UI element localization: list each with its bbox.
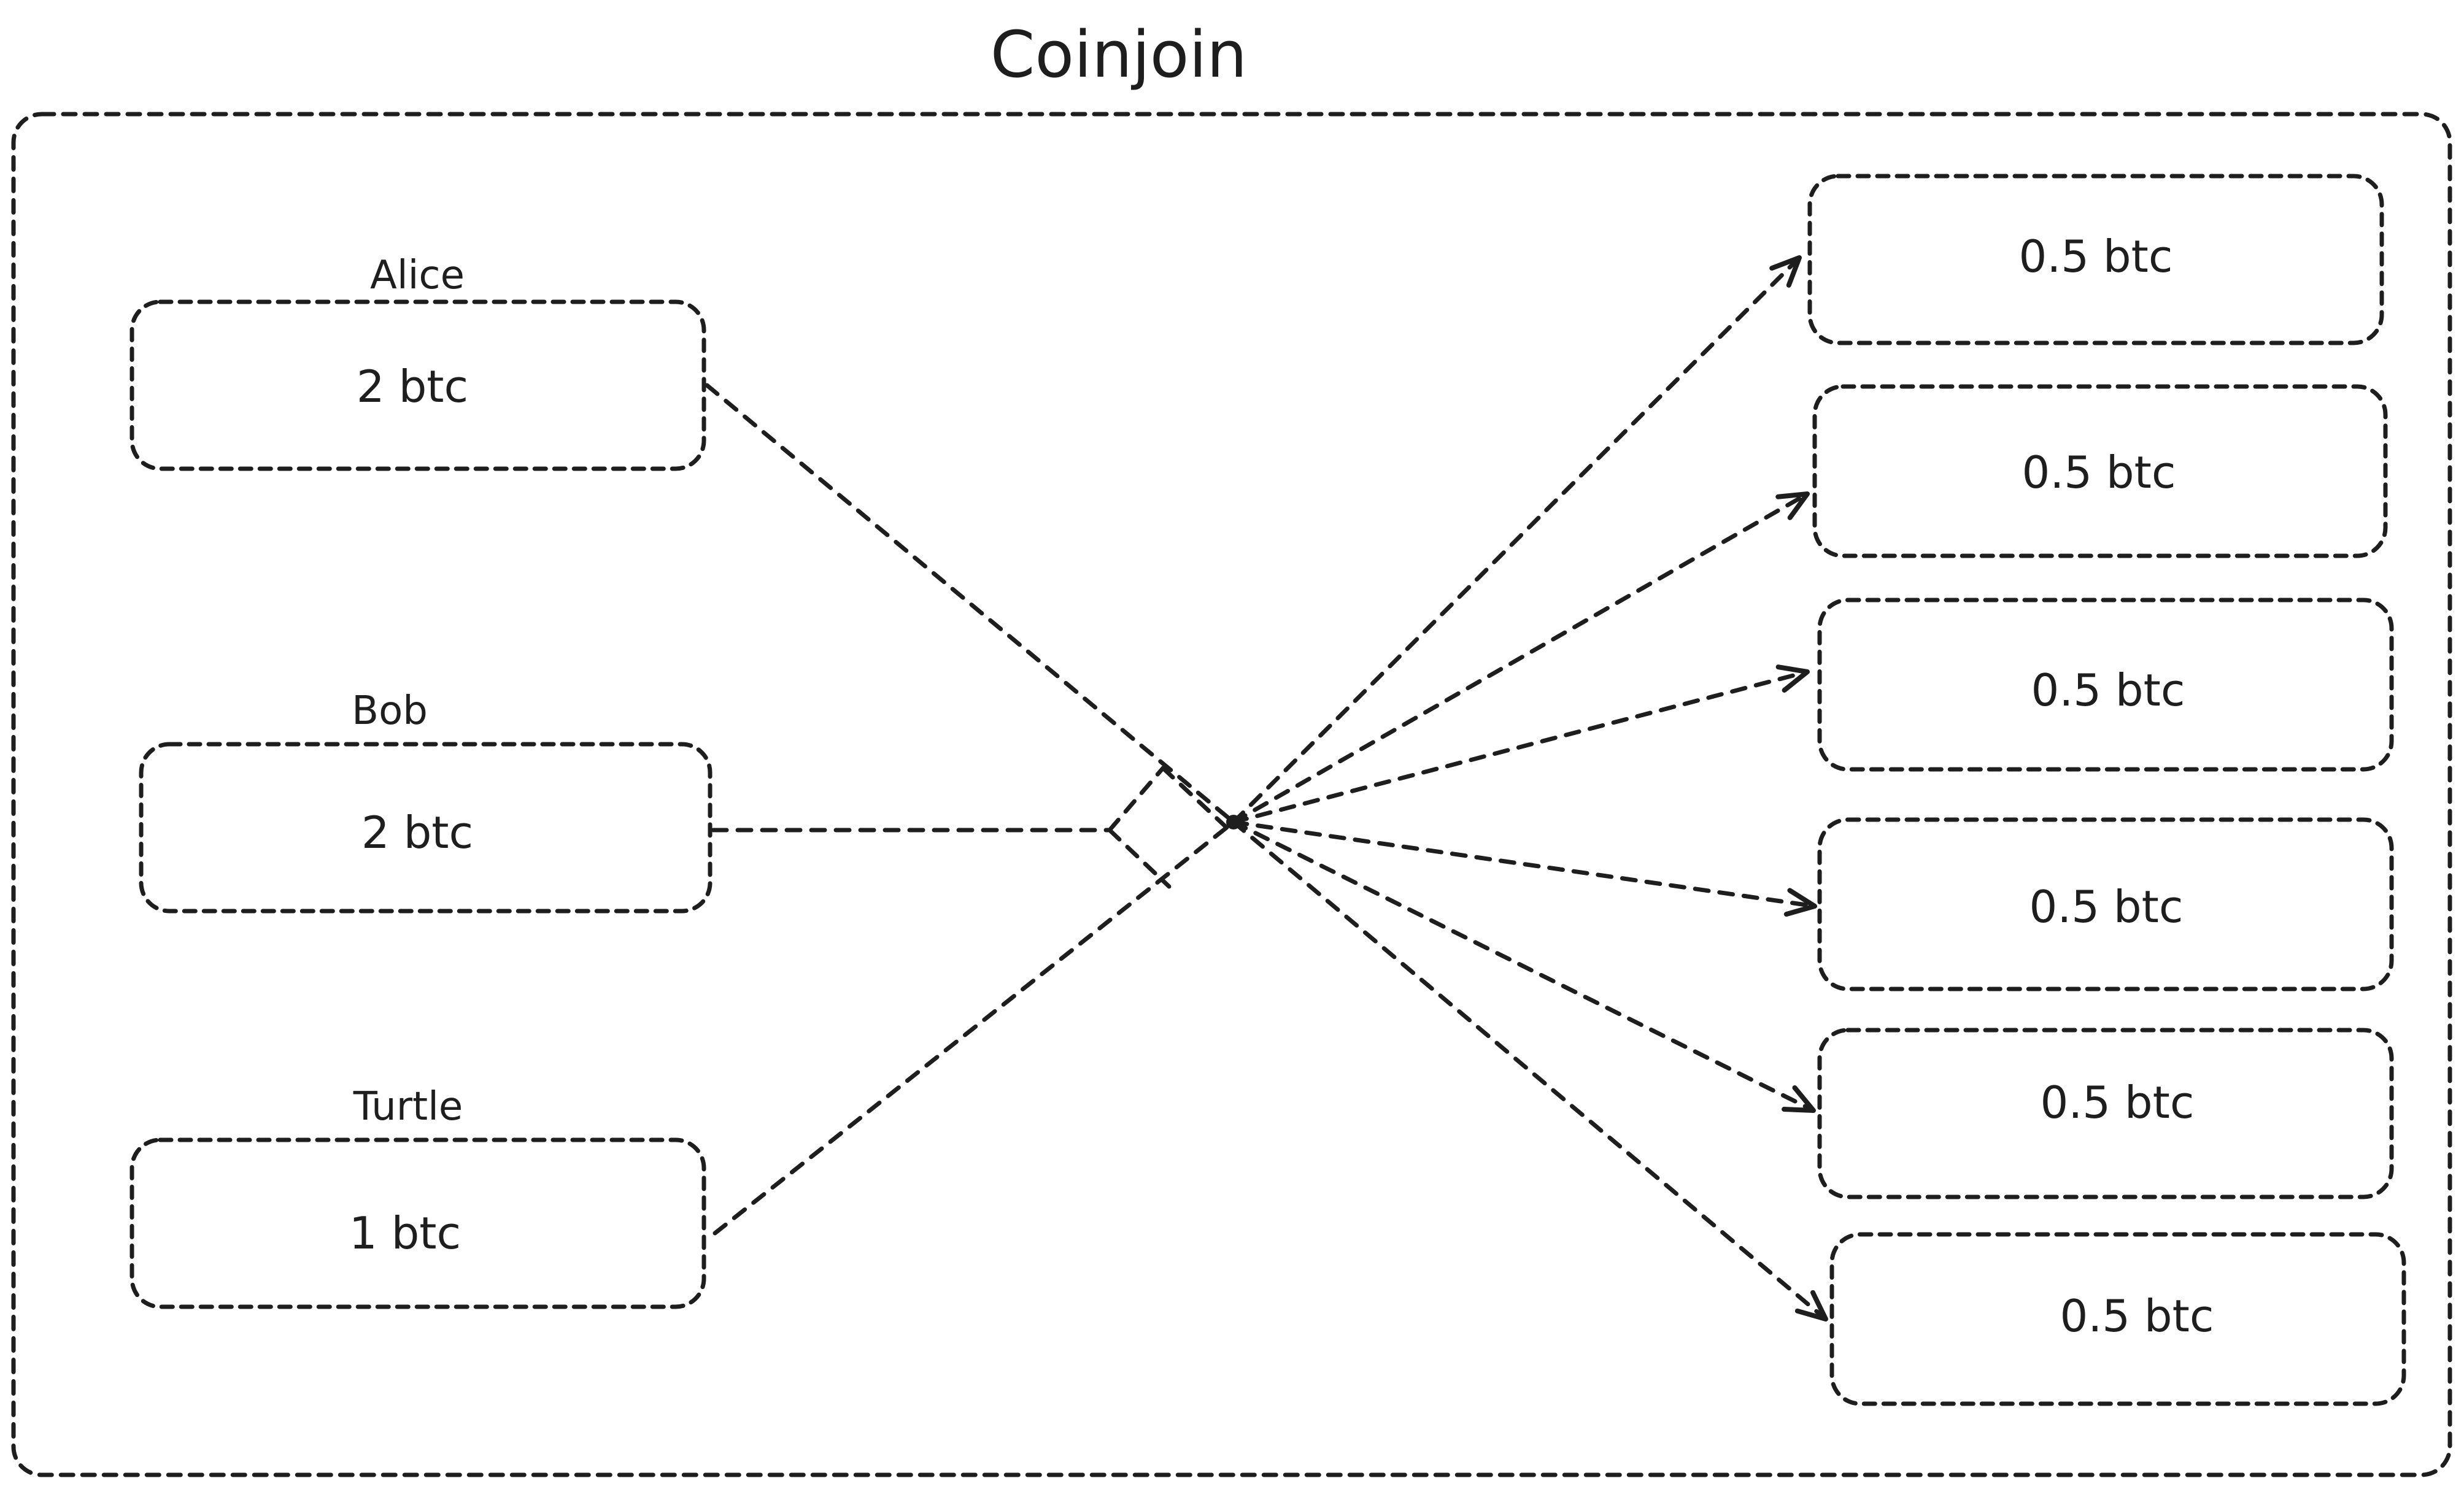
diagram-title: Coinjoin [991,17,1247,92]
input-connector-turtle [713,820,1236,1236]
output-box[interactable] [1817,817,2394,991]
input-amount: 2 btc [357,361,468,412]
output-connector-4 [1231,820,1817,909]
output-amount: 0.5 btc [2030,881,2184,933]
input-owner-label: Turtle [353,1084,463,1129]
output-box[interactable] [1829,1232,2406,1406]
output-amount: 0.5 btc [2041,1077,2195,1128]
output-amount: 0.5 btc [2031,664,2185,716]
output-3[interactable]: 0.5 btc [1817,598,2394,772]
output-list: 0.5 btc 0.5 btc 0.5 btc 0.5 btc 0.5 btc … [1807,174,2406,1406]
output-2[interactable]: 0.5 btc [1812,384,2388,558]
output-5[interactable]: 0.5 btc [1817,1028,2394,1199]
output-connector-6 [1231,820,1828,1322]
input-owner-label: Alice [370,253,465,298]
input-box[interactable] [129,1137,706,1309]
output-connector-1 [1231,255,1802,825]
output-connector-2 [1231,491,1810,825]
output-box[interactable] [1807,174,2384,345]
arrowhead-icon [1794,1290,1828,1322]
merge-diamond-edge [1161,766,1230,831]
output-amount: 0.5 btc [2060,1290,2214,1342]
input-box[interactable] [129,299,706,471]
input-owner-label: Bob [352,688,428,734]
arrowhead-icon [1775,664,1810,693]
input-amount: 1 btc [349,1207,461,1259]
input-alice[interactable]: Alice 2 btc [129,253,706,471]
coinjoin-transaction-frame [11,112,2452,1477]
output-connector-3 [1231,669,1810,825]
input-bob[interactable]: Bob 2 btc [139,688,713,914]
input-connector-alice [705,383,1236,825]
input-turtle[interactable]: Turtle 1 btc [129,1084,706,1309]
input-amount: 2 btc [361,807,473,858]
output-amount: 0.5 btc [2019,231,2173,282]
merge-diamond-edge [1107,766,1165,833]
output-box[interactable] [1817,1028,2394,1199]
output-1[interactable]: 0.5 btc [1807,174,2384,345]
output-6[interactable]: 0.5 btc [1829,1232,2406,1406]
arrowhead-icon [1782,1085,1816,1113]
input-box[interactable] [139,742,713,914]
arrowhead-icon [1775,491,1810,520]
input-list: Alice 2 btc Bob 2 btc Turtle 1 btc [129,253,713,1309]
arrowhead-icon [1769,255,1802,288]
output-4[interactable]: 0.5 btc [1817,817,2394,991]
output-connector-5 [1231,820,1816,1113]
output-box[interactable] [1817,598,2394,772]
arrowhead-icon [1783,888,1817,917]
output-box[interactable] [1812,384,2388,558]
output-amount: 0.5 btc [2022,447,2176,498]
merge-diamond-edge [1107,828,1172,889]
connector-layer [705,255,1828,1322]
